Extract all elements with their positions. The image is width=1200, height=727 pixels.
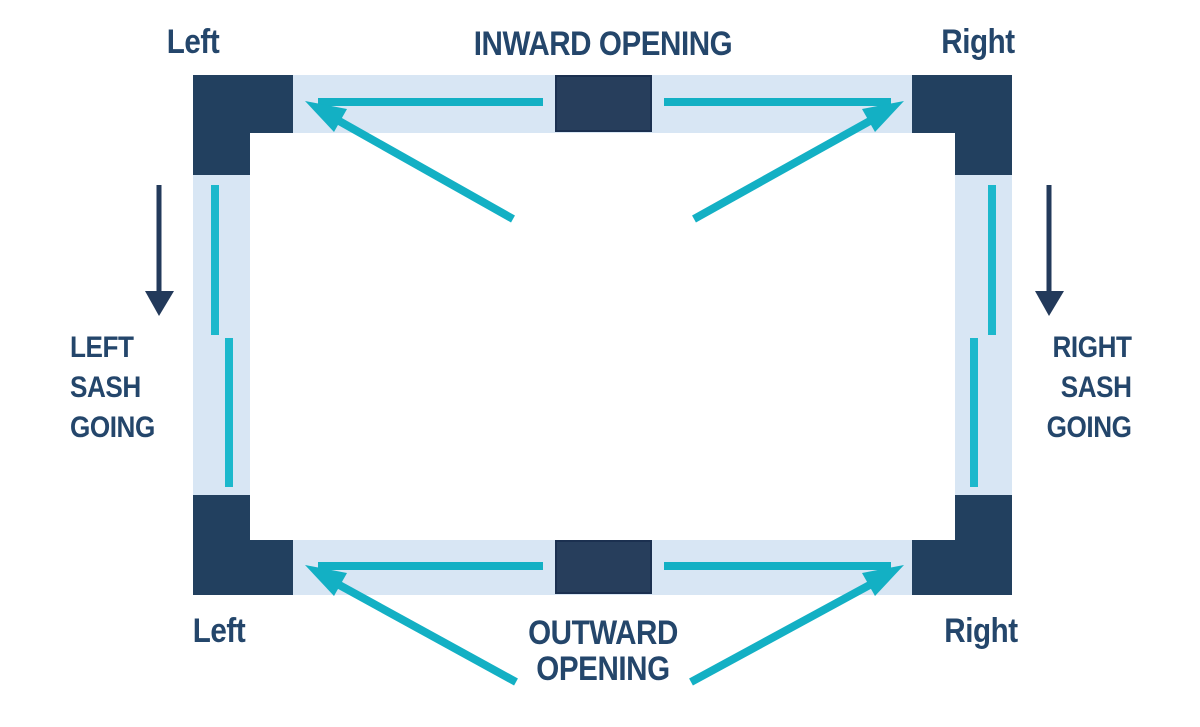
- swing-diagonal-line: [330, 577, 518, 686]
- arrow-head: [1035, 291, 1064, 316]
- top-left-sash-label: Left: [166, 23, 220, 61]
- inward-right-sash-swing-icon: [664, 98, 904, 223]
- outward-opening-title: OUTWARD OPENING: [528, 614, 678, 688]
- corner-block-top-left: [193, 75, 293, 175]
- inward-opening-title: INWARD OPENING: [473, 25, 733, 63]
- corner-block-top-right: [912, 75, 1012, 175]
- swing-arrowhead: [862, 101, 904, 132]
- mullion-bottom: [555, 540, 652, 594]
- bottom-left-sash-label: Left: [192, 612, 246, 650]
- right-frame-lower-sash-bar: [970, 338, 978, 487]
- swing-arrowhead: [305, 565, 347, 596]
- outward-right-sash-swing-icon: [664, 562, 904, 686]
- arrow-head: [145, 291, 174, 316]
- right-frame-upper-sash-bar: [988, 185, 996, 335]
- bottom-right-sash-label: Right: [944, 612, 1018, 650]
- swing-arrowhead: [862, 565, 904, 596]
- swing-diagonal-line: [330, 113, 515, 223]
- right-sash-going-label: RIGHT SASH GOING: [1047, 331, 1132, 444]
- inward-left-sash-swing-icon: [305, 98, 543, 223]
- left-down-arrow-icon: [145, 185, 174, 316]
- outward-left-sash-swing-icon: [305, 562, 543, 686]
- left-frame-upper-sash-bar: [211, 185, 219, 335]
- swing-diagonal-line: [689, 577, 879, 686]
- corner-block-bottom-left: [193, 495, 293, 595]
- top-right-sash-label: Right: [941, 23, 1015, 61]
- left-frame-lower-sash-bar: [225, 338, 233, 487]
- left-sash-going-label: LEFT SASH GOING: [70, 331, 155, 444]
- mullion-top: [555, 75, 652, 132]
- right-down-arrow-icon: [1035, 185, 1064, 316]
- swing-arrowhead: [305, 101, 347, 132]
- swing-diagonal-line: [692, 113, 879, 223]
- corner-block-bottom-right: [912, 495, 1012, 595]
- window-frame: [193, 75, 1012, 595]
